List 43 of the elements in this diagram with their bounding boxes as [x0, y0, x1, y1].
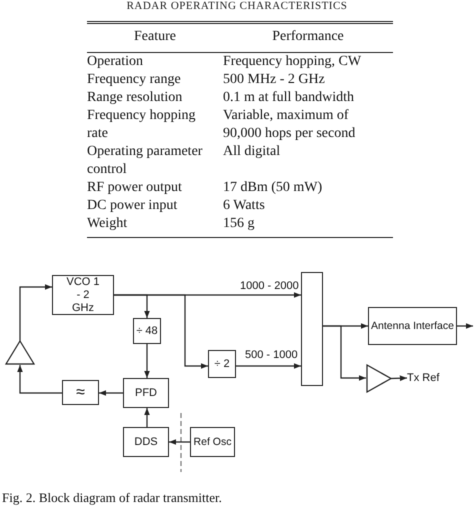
column-heading: Feature	[87, 24, 223, 53]
output-label: Tx Ref	[407, 371, 443, 385]
pfd-box: PFD	[123, 378, 169, 408]
arrow	[114, 294, 208, 369]
arrow	[17, 365, 62, 394]
arrow	[19, 284, 52, 341]
arrow	[169, 439, 190, 445]
arrow	[144, 408, 150, 427]
table-title: RADAR OPERATING CHARACTERISTICS	[126, 0, 348, 12]
performance-text: All digital	[223, 143, 282, 161]
feature-text: Operating parameter control	[87, 143, 204, 179]
feature-text: Range resolution	[87, 89, 184, 107]
feature-text: Operation	[87, 53, 144, 71]
switch-box	[301, 272, 323, 386]
arrow	[323, 325, 366, 381]
performance-text: 17 dBm (50 mW)	[223, 179, 324, 197]
arrow	[390, 375, 408, 382]
performance-text: 500 MHz - 2 GHz	[223, 71, 326, 89]
oscillator-box: Ref Osc	[190, 427, 235, 457]
filter-box: ≈	[62, 380, 99, 405]
feature-text: Weight	[87, 215, 128, 233]
dds-box: DDS	[123, 427, 169, 457]
feature-text: DC power input	[87, 197, 178, 215]
performance-text: 0.1 m at full bandwidth	[223, 89, 356, 107]
edge-label: 500 - 1000	[245, 349, 298, 361]
feature-text: RF power output	[87, 179, 183, 197]
amplifier-triangle	[366, 364, 392, 393]
amplifier-triangle	[5, 340, 35, 365]
arrow	[236, 363, 301, 369]
antenna-interface-box: Antenna Interface	[368, 307, 457, 345]
performance-text: 156 g	[223, 215, 256, 233]
performance-text: 6 Watts	[223, 197, 266, 215]
column-heading: Performance	[223, 24, 393, 53]
performance-text: Variable, maximum of 90,000 hops per second	[223, 107, 356, 143]
arrow	[99, 390, 123, 396]
feature-text: Frequency range	[87, 71, 182, 89]
performance-text: Frequency hopping, CW	[223, 53, 362, 71]
figure-caption: Fig. 2. Block diagram of radar transmitter.	[2, 490, 222, 506]
edge-label: 1000 - 2000	[240, 280, 299, 292]
vco-box: VCO 1 - 2 GHz	[52, 275, 114, 315]
arrow	[144, 344, 150, 378]
feature-text: Frequency hopping rate	[87, 107, 196, 143]
arrow	[457, 323, 473, 329]
